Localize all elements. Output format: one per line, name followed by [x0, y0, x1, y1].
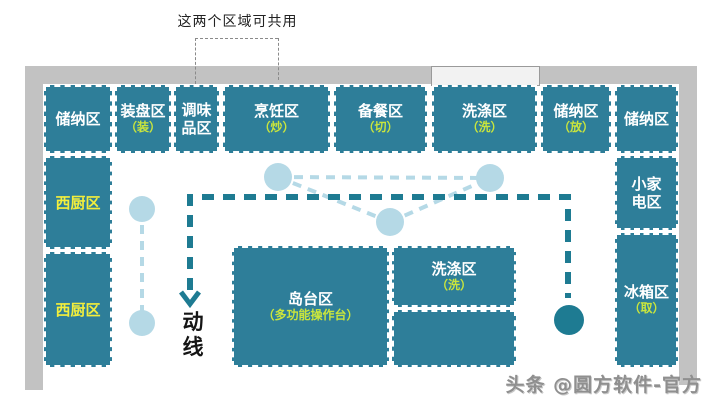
zone-label: 调味 品区 — [181, 101, 212, 137]
zone-sublabel: （洗） — [466, 120, 503, 135]
zone-label: 备餐区 — [357, 102, 403, 121]
shared-node-dots — [129, 163, 504, 336]
shared-zones-annotation: 这两个区域可共用 — [177, 14, 298, 30]
zone-label: 装盘区 — [120, 102, 166, 121]
zone-sublabel: （多功能操作台） — [262, 307, 359, 322]
zone-label: 储纳区 — [623, 110, 669, 128]
zone-label: 冰箱区 — [623, 283, 669, 302]
annotation-bracket-line — [195, 38, 278, 39]
zone-fridge: 冰箱区 （取） — [615, 233, 678, 367]
zone-storage-2: 储纳区 （放） — [541, 85, 611, 153]
zone-island-extension — [392, 310, 516, 367]
annotation-bracket-line — [278, 38, 279, 80]
zone-label: 小家 电区 — [631, 175, 662, 211]
flow-line-label: 动 线 — [182, 310, 204, 360]
wall-left — [25, 66, 43, 390]
zone-small-appliance: 小家 电区 — [615, 156, 678, 230]
zone-prep: 备餐区 （切） — [334, 85, 427, 153]
zone-label: 烹饪区 — [253, 102, 299, 121]
zone-sublabel: （放） — [557, 120, 594, 135]
zone-label: 储纳区 — [553, 102, 599, 121]
zone-label: 西厨区 — [55, 300, 101, 319]
zone-washing-2: 洗涤区 （洗） — [392, 246, 516, 307]
zone-west-kitchen-2: 西厨区 — [44, 252, 112, 367]
zone-washing-1: 洗涤区 （洗） — [432, 85, 537, 153]
zone-label: 储纳区 — [55, 110, 101, 128]
flow-end-dot — [554, 305, 584, 335]
flow-arrow-down-icon — [179, 290, 201, 309]
zone-plating: 装盘区 （装） — [115, 85, 171, 153]
zone-sublabel: （装） — [124, 120, 161, 135]
zone-seasoning: 调味 品区 — [174, 85, 219, 153]
zone-storage-3: 储纳区 — [615, 85, 678, 153]
zone-label: 洗涤区 — [461, 102, 507, 121]
zone-label: 岛台区 — [287, 289, 333, 308]
zone-storage-1: 储纳区 — [44, 85, 112, 153]
wall-right — [679, 66, 697, 385]
flow-path — [187, 194, 571, 298]
zone-sublabel: （切） — [362, 120, 399, 135]
zone-sublabel: （炒） — [258, 120, 295, 135]
watermark: 头条 @圆方软件-官方 — [505, 374, 702, 396]
zone-west-kitchen-1: 西厨区 — [44, 156, 112, 249]
zone-sublabel: （洗） — [435, 277, 472, 292]
zone-island: 岛台区 （多功能操作台） — [232, 246, 389, 367]
annotation-bracket-line — [195, 38, 196, 84]
zone-label: 洗涤区 — [431, 259, 477, 278]
zone-cooking: 烹饪区 （炒） — [223, 85, 330, 153]
zone-sublabel: （取） — [628, 301, 665, 316]
zone-label: 西厨区 — [55, 193, 101, 212]
